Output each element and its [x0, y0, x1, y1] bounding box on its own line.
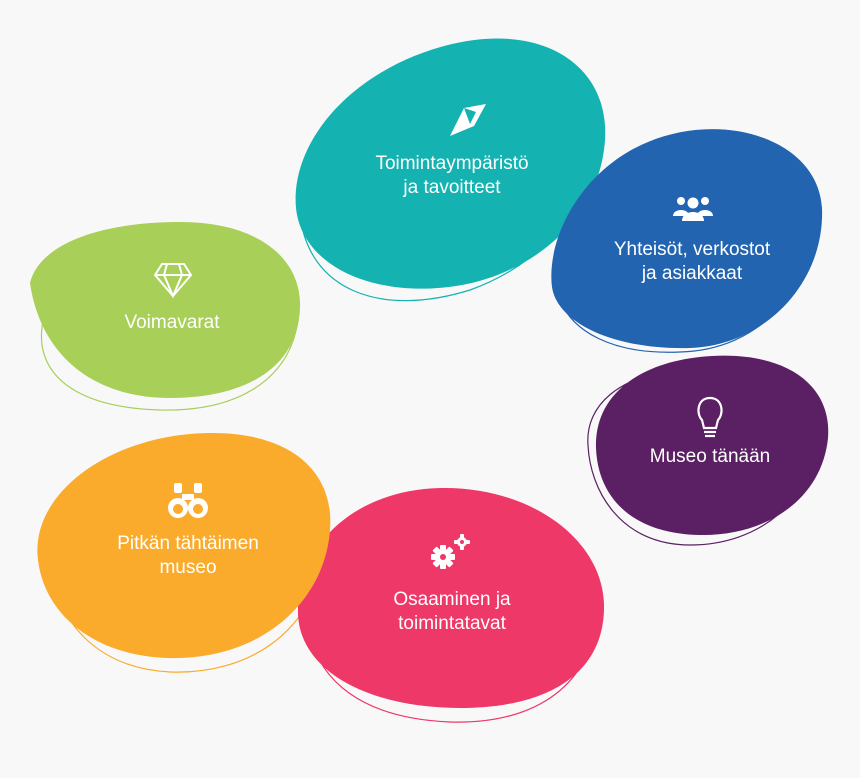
node-label-yhteisot: Yhteisöt, verkostot ja asiakkaat: [614, 238, 770, 286]
node-label-toimintaymparisto: Toimintaympäristö ja tavoitteet: [375, 152, 528, 200]
node-label-museo-tanaan: Museo tänään: [650, 445, 770, 469]
blob-toimintaymparisto: [295, 38, 606, 289]
node-label-voimavarat: Voimavarat: [124, 311, 219, 335]
compass-icon: [450, 104, 486, 136]
people-icon: [673, 197, 713, 221]
blob-osaaminen: [297, 487, 605, 708]
node-label-line2: ja asiakkaat: [641, 263, 743, 284]
node-label-line1: Museo tänään: [649, 446, 771, 467]
blob-pitkan-tahtaimen: [37, 433, 331, 659]
node-label-line1: Yhteisöt, verkostot: [613, 239, 771, 260]
blob-museo-tanaan: [595, 355, 829, 536]
node-label-pitkan-tahtaimen: Pitkän tähtäimen museo: [117, 532, 259, 580]
gears-icon: [431, 534, 470, 569]
lightbulb-icon: [697, 396, 723, 438]
node-label-osaaminen: Osaaminen ja toimintatavat: [393, 588, 510, 636]
diamond-icon: [153, 263, 193, 299]
node-label-line1: Osaaminen ja: [393, 589, 511, 610]
node-label-line2: ja tavoitteet: [403, 177, 501, 198]
node-label-line1: Voimavarat: [124, 312, 220, 333]
blob-voimavarat: [30, 222, 301, 398]
node-label-line2: toimintatavat: [398, 613, 506, 634]
binoculars-icon: [168, 483, 208, 518]
node-label-line2: museo: [159, 557, 217, 578]
node-label-line1: Pitkän tähtäimen: [117, 533, 259, 554]
blob-yhteisot: [551, 129, 823, 349]
node-label-line1: Toimintaympäristö: [375, 153, 529, 174]
